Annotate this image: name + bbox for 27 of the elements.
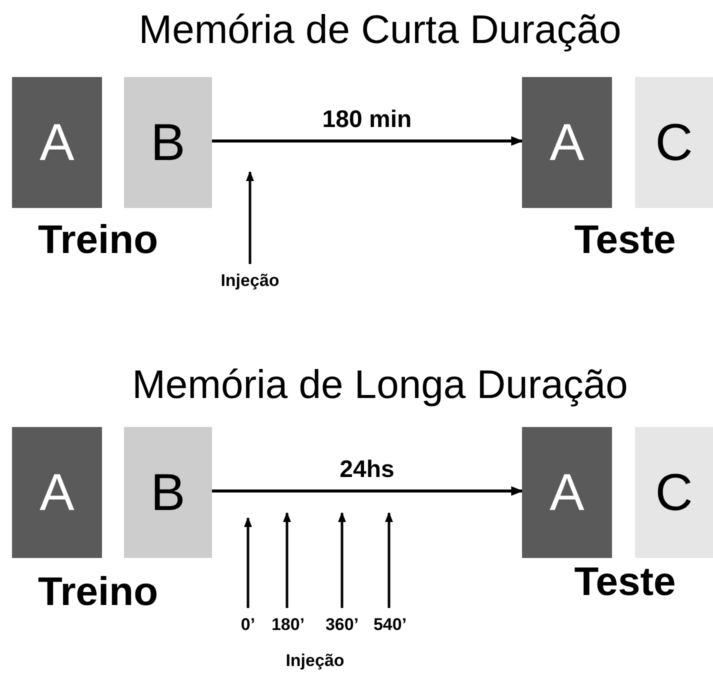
object-box: A [522, 77, 612, 208]
time-label: 360’ [323, 612, 361, 638]
arrow [246, 171, 254, 264]
arrow [244, 517, 252, 608]
object-box: C [635, 77, 713, 208]
object-box: C [635, 427, 713, 558]
phase-label: Treino [38, 217, 158, 264]
time-label: 0’ [233, 612, 263, 638]
injection-label: Injeção [286, 650, 344, 672]
time-label: 540’ [370, 612, 410, 638]
object-box: A [522, 427, 612, 558]
arrow [212, 486, 524, 496]
time-label: Injeção [212, 268, 288, 294]
arrow [283, 512, 291, 608]
object-box: A [12, 77, 102, 208]
time-label: 180’ [269, 612, 307, 638]
phase-label: Teste [574, 559, 676, 606]
phase-label: Teste [574, 217, 676, 264]
object-box: B [124, 427, 212, 558]
section-title: Memória de Curta Duração [138, 7, 622, 54]
object-box: B [124, 77, 212, 208]
arrow [385, 512, 393, 608]
phase-label: Treino [38, 569, 158, 616]
arrow [212, 136, 524, 146]
section-title: Memória de Longa Duração [132, 362, 628, 409]
arrow [338, 512, 346, 608]
object-box: A [12, 427, 102, 558]
